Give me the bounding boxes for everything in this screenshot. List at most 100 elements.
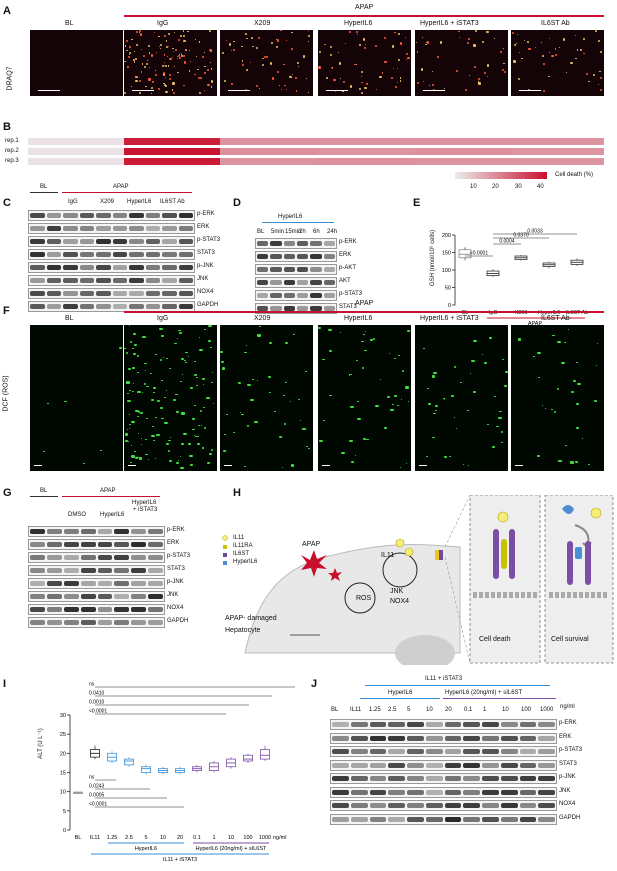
cell-dot [183, 34, 185, 37]
band [500, 735, 518, 741]
cell-dot [171, 89, 173, 91]
cell-dot [364, 349, 367, 352]
band [30, 620, 45, 625]
panel-c-cond-0: IgG [68, 199, 78, 205]
band [350, 722, 368, 727]
band [407, 816, 424, 822]
cell-dot [305, 77, 307, 79]
x-label: HyperIL6 [538, 310, 560, 316]
cell-dot [279, 85, 281, 87]
cell-dot [327, 329, 332, 332]
cell-dot [185, 351, 189, 354]
cell-dot [486, 64, 490, 67]
cell-dot [257, 334, 261, 337]
cell-dot [257, 37, 260, 40]
cell-dot [245, 345, 247, 347]
p-value: 0.0005 [89, 793, 105, 799]
cell-dot [396, 404, 400, 407]
cell-dot [299, 420, 302, 421]
cell-dot [324, 43, 326, 46]
cell-dot [197, 68, 200, 71]
band [30, 291, 45, 296]
cell-dot [125, 49, 128, 52]
panel-c-cond-1: X209 [100, 199, 115, 205]
band [63, 568, 79, 573]
band [30, 607, 45, 612]
cell-dot [230, 83, 233, 86]
band [96, 239, 111, 244]
panel-f-col-2: X209 [254, 315, 271, 322]
cell-dot [168, 33, 170, 35]
band [519, 789, 537, 795]
band [129, 304, 144, 309]
cell-dot [432, 412, 436, 415]
blot-p-erk [330, 719, 557, 730]
band [79, 304, 94, 309]
band [46, 529, 62, 534]
draq7-image-3 [318, 30, 411, 96]
band [46, 278, 61, 283]
cell-dot [129, 428, 131, 430]
cell-dot [188, 70, 190, 72]
heatmap-cell [124, 148, 220, 155]
hyperil6-bound [575, 547, 582, 559]
band [30, 555, 45, 560]
cell-dot [131, 455, 136, 458]
blot-label: NOX4 [197, 289, 214, 295]
band [30, 252, 45, 257]
cell-dot [338, 62, 342, 65]
il11-bound-icon [497, 511, 509, 523]
cell-dot [183, 39, 186, 42]
apap-label: APAP [528, 321, 543, 325]
blot-label: p-ERK [197, 211, 215, 217]
cell-dot [135, 75, 138, 79]
scale-bar [515, 464, 523, 466]
scale-bar [34, 464, 42, 466]
blot-label: p-AKT [339, 265, 357, 271]
cell-dot [128, 413, 131, 415]
band [162, 291, 177, 296]
band [129, 291, 144, 296]
heatmap-cell [511, 148, 604, 155]
band [332, 776, 349, 781]
blot-label: p-STAT3 [339, 291, 363, 297]
cell-dot [180, 412, 185, 415]
cell-dot [183, 61, 186, 64]
band [63, 620, 79, 625]
cell-dot [444, 456, 447, 458]
band [63, 607, 79, 612]
cell-dot [284, 381, 287, 383]
band [463, 762, 480, 768]
band [162, 278, 177, 283]
scale-bar [128, 464, 136, 466]
band [131, 594, 147, 599]
cell-dot [275, 38, 277, 40]
band [97, 607, 113, 612]
panel-g-cond-0: DMSO [68, 512, 86, 518]
cell-dot [406, 330, 411, 333]
band [444, 735, 462, 741]
cell-dot [469, 373, 472, 374]
band [30, 529, 45, 534]
cell-dot [282, 394, 286, 397]
cell-dot [156, 434, 160, 437]
cell-dot [204, 329, 206, 331]
cell-dot [165, 64, 168, 68]
cell-dot [196, 55, 198, 58]
panel-b-row-1: rep.2 [5, 148, 19, 154]
band [388, 816, 405, 822]
cell-dot [175, 411, 180, 414]
blot-p-akt [255, 264, 337, 275]
cell-dot [179, 456, 181, 457]
band [323, 293, 335, 298]
panel-e-ylabel: GSH (nmol/10⁶ cells) [430, 229, 436, 287]
cell-dot [481, 40, 485, 43]
band [350, 803, 368, 808]
band [46, 291, 61, 296]
cell-dot [172, 82, 175, 85]
cell-dot [222, 450, 227, 453]
band [30, 239, 45, 244]
cell-dot [295, 77, 298, 80]
cell-dot [150, 373, 153, 375]
cell-dot [404, 36, 407, 39]
